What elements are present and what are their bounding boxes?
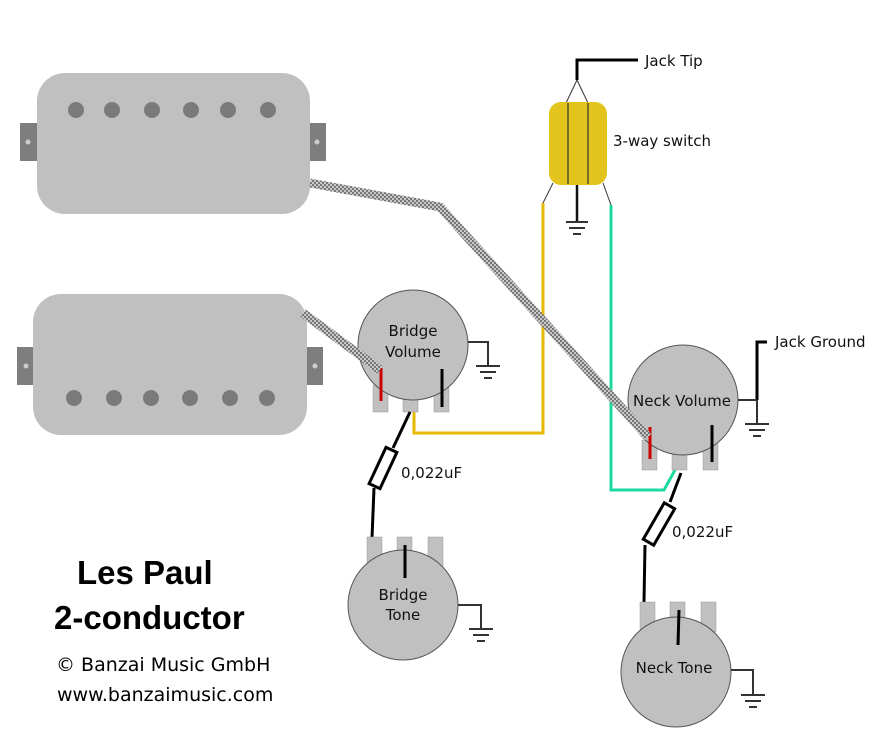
switch-label: 3-way switch (613, 132, 711, 150)
capacitor (641, 500, 677, 548)
bridge-volume-label-2: Volume (385, 343, 441, 361)
jack-ground-wire (755, 340, 767, 400)
bridge-tone-pot (347, 549, 459, 661)
pickup-cover (33, 294, 307, 435)
neck-cap-label: 0,022uF (672, 523, 733, 541)
neck-volume-pot (627, 340, 769, 471)
jack-tip-wire (575, 58, 638, 80)
capacitor (367, 445, 399, 491)
neck-volume-label: Neck Volume (633, 392, 731, 410)
pole-pieces (68, 102, 276, 118)
bridge-pickup (17, 294, 323, 435)
neck-tone-circuit (620, 472, 765, 728)
three-way-switch (542, 58, 638, 235)
bridge-tone-label-1: Bridge (379, 586, 428, 604)
title-line-2: 2-conductor (54, 599, 245, 636)
website-text: www.banzaimusic.com (57, 684, 273, 706)
bridge-cap-label: 0,022uF (401, 464, 462, 482)
bridge-pickup-cable (300, 309, 383, 374)
bridge-tone-circuit (347, 411, 493, 661)
bridge-volume-label-1: Bridge (389, 322, 438, 340)
wire-green (609, 205, 677, 492)
jack-tip-label: Jack Tip (644, 52, 703, 70)
bridge-tone-label-2: Tone (385, 606, 421, 624)
jack-ground-label: Jack Ground (774, 333, 866, 351)
neck-pickup-cable (309, 178, 652, 441)
copyright-text: © Banzai Music GmbH (56, 654, 270, 676)
neck-tone-label: Neck Tone (636, 659, 713, 677)
neck-tone-pot (620, 616, 732, 728)
bridge-volume-pot (357, 289, 500, 413)
pickup-cover (37, 73, 310, 214)
title-line-1: Les Paul (77, 554, 213, 591)
neck-pickup (20, 73, 326, 214)
pole-pieces (66, 390, 275, 406)
